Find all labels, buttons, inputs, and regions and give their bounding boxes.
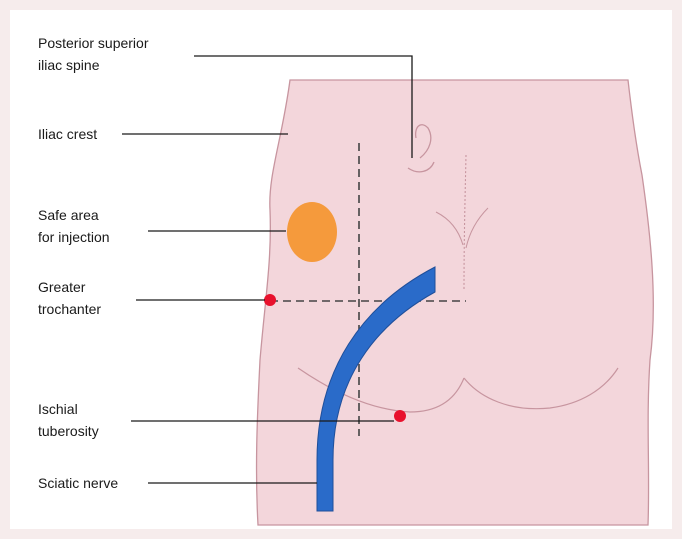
psis-label: Posterior superior iliac spine — [38, 35, 152, 73]
safe-area-marker — [287, 202, 337, 262]
greater-trochanter-label: Greater trochanter — [38, 279, 101, 317]
ischial-tuberosity-label-line2: tuberosity — [38, 423, 99, 439]
ischial-tuberosity-label: Ischial tuberosity — [38, 401, 99, 439]
psis-label-line1: Posterior superior — [38, 35, 149, 51]
greater-trochanter-label-line1: Greater — [38, 279, 86, 295]
buttocks-silhouette — [257, 80, 654, 525]
safe-area-label-line2: for injection — [38, 229, 110, 245]
iliac-crest-label: Iliac crest — [38, 126, 97, 142]
greater-trochanter-label-line2: trochanter — [38, 301, 101, 317]
safe-area-label: Safe area for injection — [38, 207, 110, 245]
safe-area-label-line1: Safe area — [38, 207, 99, 223]
greater-trochanter-dot — [264, 294, 276, 306]
sciatic-nerve-label: Sciatic nerve — [38, 475, 118, 491]
psis-label-line2: iliac spine — [38, 57, 100, 73]
sciatic-nerve-label-line1: Sciatic nerve — [38, 475, 118, 491]
iliac-crest-label-line1: Iliac crest — [38, 126, 97, 142]
ischial-tuberosity-dot — [394, 410, 406, 422]
ischial-tuberosity-label-line1: Ischial — [38, 401, 78, 417]
